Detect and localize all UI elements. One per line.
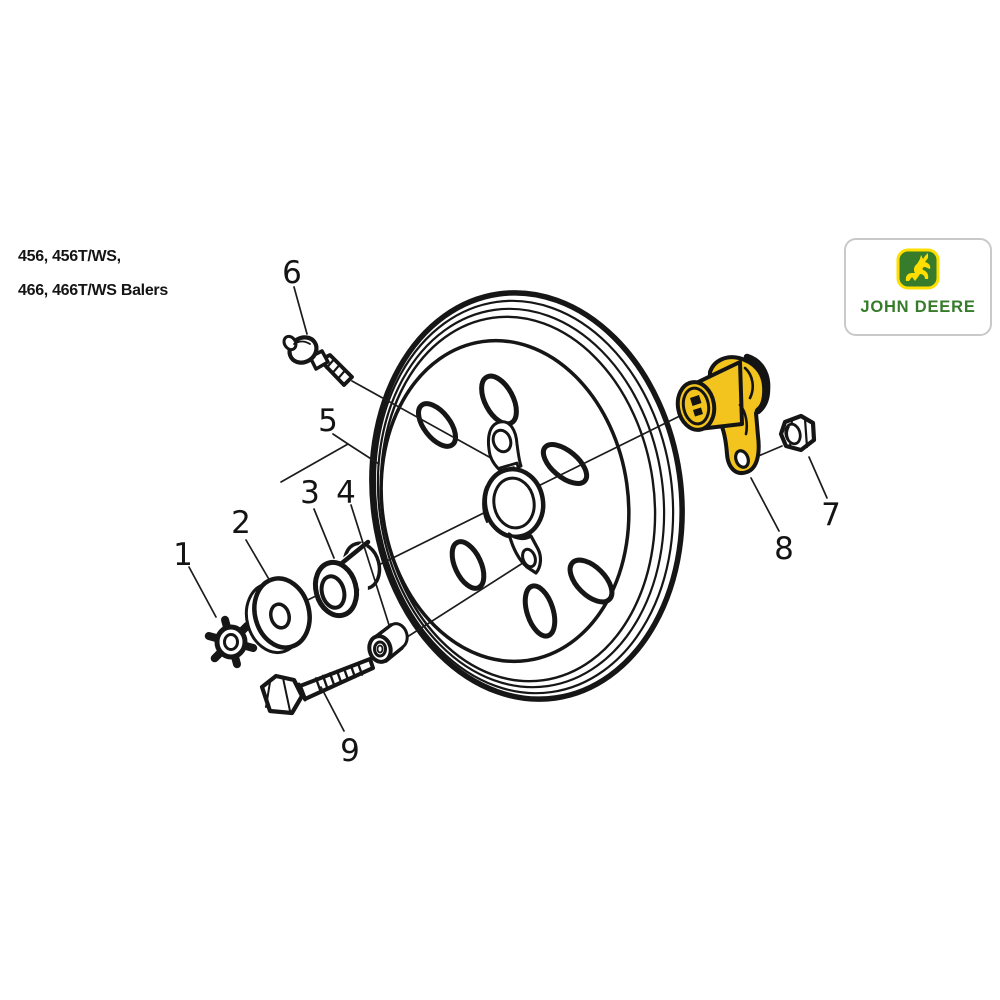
- grease-fitting-axis-line: [351, 380, 510, 469]
- part-label-1: 1: [173, 537, 193, 573]
- part-label-9: 9: [340, 733, 360, 769]
- washer-hole: [269, 602, 291, 630]
- wheel-hole: [522, 583, 558, 639]
- grease-fitting-nub: [282, 334, 298, 352]
- logo-wordmark: JOHN DEERE: [860, 298, 976, 316]
- spacer: [367, 622, 409, 664]
- part-label-5: 5: [318, 403, 338, 439]
- leader-lines: [188, 286, 828, 732]
- bushing: [312, 539, 382, 619]
- leader-line-8: [750, 477, 780, 532]
- hub-top-tab-hole: [491, 428, 513, 454]
- grease-fitting: [282, 334, 354, 387]
- part-labels: 1 2 3 4 5 6 7 8 9: [173, 255, 841, 769]
- leader-line-9: [320, 686, 345, 732]
- hub-bore-inner: [492, 476, 536, 530]
- part-label-8: 8: [774, 531, 794, 567]
- spacer-bore-ring: [376, 644, 384, 654]
- grease-fitting-threads: [325, 358, 347, 380]
- rim-groove-2: [376, 307, 666, 689]
- bolt-collar: [297, 682, 307, 702]
- idler-arm-square-bore: [690, 395, 703, 417]
- part-label-7: 7: [821, 497, 841, 533]
- deer-silhouette: [905, 253, 931, 281]
- castle-nut-bore: [223, 633, 239, 651]
- leader-line-5-stub: [332, 433, 349, 445]
- title-line-1: 456, 456T/WS,: [18, 248, 121, 265]
- leader-line-4: [350, 504, 390, 626]
- washer: [244, 576, 312, 655]
- bolt-threads: [314, 662, 364, 691]
- lock-nut: [778, 413, 817, 453]
- leader-line-3: [313, 508, 335, 559]
- leader-line-7: [808, 456, 828, 499]
- part-label-2: 2: [231, 505, 251, 541]
- lock-nut-bore: [784, 422, 802, 446]
- rim-groove-1: [373, 299, 675, 695]
- part-label-3: 3: [300, 475, 320, 511]
- part-label-6: 6: [282, 255, 302, 291]
- wheel-hole: [540, 442, 590, 486]
- leaping-deer-icon: [896, 248, 940, 290]
- castle-nut: [204, 615, 258, 669]
- wheel-hub: [482, 420, 546, 575]
- leader-line-5: [280, 443, 380, 483]
- page-title: 456, 456T/WS, 466, 466T/WS Balers: [18, 240, 168, 308]
- hub-lower-tab-hole: [521, 547, 537, 569]
- bushing-bore: [319, 574, 347, 610]
- spacer-bore: [373, 640, 387, 658]
- wheel-hole: [416, 401, 458, 449]
- leader-line-1: [188, 566, 217, 618]
- cap-screw: [259, 657, 375, 716]
- john-deere-logo-card: JOHN DEERE: [844, 238, 992, 336]
- leader-line-2: [245, 539, 271, 582]
- leader-line-6: [293, 286, 308, 335]
- hub-edge-shade: [482, 486, 488, 523]
- idler-arm-shadow-edge: [743, 353, 771, 415]
- idler-arm: [675, 353, 771, 475]
- wheel-hole: [567, 557, 615, 605]
- bolt-shank: [298, 657, 375, 701]
- part-label-4: 4: [336, 475, 356, 511]
- wheel-hole: [449, 539, 487, 591]
- wheel-hole: [479, 373, 519, 427]
- idler-arm-boss-face: [681, 386, 711, 426]
- idler-arm-stud-hole: [734, 449, 750, 469]
- title-line-2: 466, 466T/WS Balers: [18, 282, 168, 299]
